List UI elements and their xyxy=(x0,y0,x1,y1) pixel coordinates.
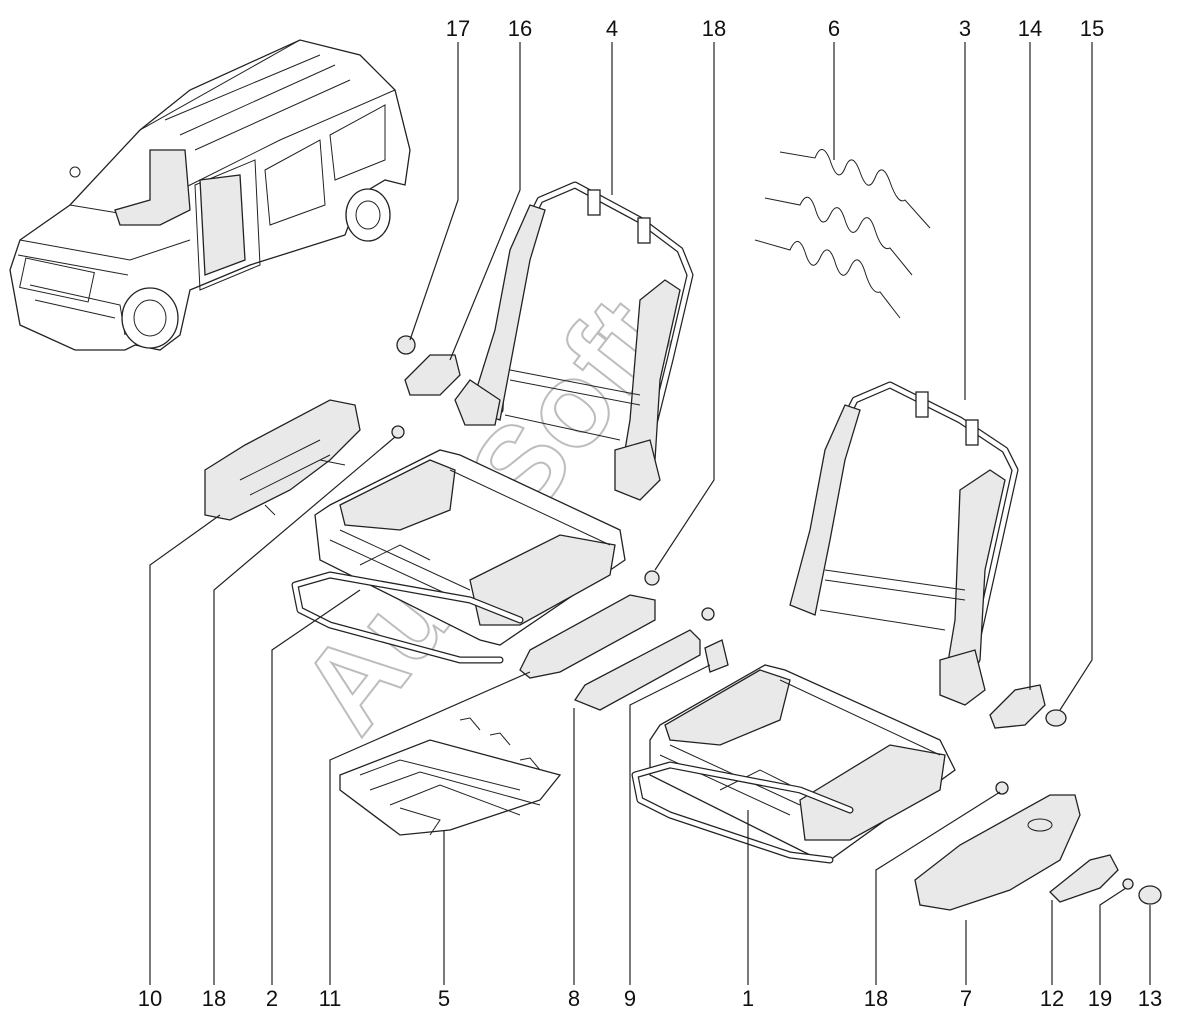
small-bracket xyxy=(704,639,729,673)
trim-bracket xyxy=(574,629,701,711)
clip-b xyxy=(644,570,660,586)
callout-12: 12 xyxy=(1040,986,1064,1011)
callout-6: 6 xyxy=(828,16,840,41)
callout-14: 14 xyxy=(1018,16,1042,41)
recliner-cover-right xyxy=(989,684,1046,729)
trim-strip xyxy=(519,594,656,679)
callout-16: 16 xyxy=(508,16,532,41)
handle-lever xyxy=(1049,854,1119,903)
callout-11: 11 xyxy=(319,986,342,1011)
callout-15: 15 xyxy=(1080,16,1104,41)
callout-1: 1 xyxy=(742,986,754,1011)
seatback-springs xyxy=(754,149,931,319)
leader-lines xyxy=(149,42,1151,985)
screw-19 xyxy=(1122,878,1134,890)
cap-13 xyxy=(1138,885,1162,905)
callout-3: 3 xyxy=(959,16,971,41)
callout-8: 8 xyxy=(568,986,580,1011)
vehicle-illustration xyxy=(9,39,411,351)
seat-base-frame-right xyxy=(631,664,956,864)
callout-10: 10 xyxy=(138,986,162,1011)
callout-18-bottom-right: 18 xyxy=(864,986,888,1011)
callout-18-top: 18 xyxy=(702,16,726,41)
side-trim-cover-right xyxy=(914,794,1081,911)
cap-15 xyxy=(1045,709,1067,727)
callout-2: 2 xyxy=(266,986,278,1011)
clip-a xyxy=(391,425,405,439)
seat-base-frame-left xyxy=(291,449,626,664)
callout-7: 7 xyxy=(960,986,972,1011)
clip-c xyxy=(701,607,715,621)
callout-9: 9 xyxy=(624,986,636,1011)
knob-small xyxy=(396,335,416,355)
seatback-frame-right xyxy=(789,381,1019,706)
recliner-cover-left xyxy=(404,354,461,396)
cushion-spring-mat xyxy=(339,717,562,836)
callout-19: 19 xyxy=(1088,986,1112,1011)
callout-5: 5 xyxy=(438,986,450,1011)
clip-d xyxy=(995,781,1009,795)
seatback-frame-left xyxy=(454,181,694,501)
callout-4: 4 xyxy=(606,16,618,41)
callout-17: 17 xyxy=(446,16,470,41)
callout-13: 13 xyxy=(1138,986,1162,1011)
callout-labels: 17 16 4 18 6 3 14 15 10 18 2 11 5 8 9 1 … xyxy=(138,16,1162,1011)
callout-18-bottom-left: 18 xyxy=(202,986,226,1011)
